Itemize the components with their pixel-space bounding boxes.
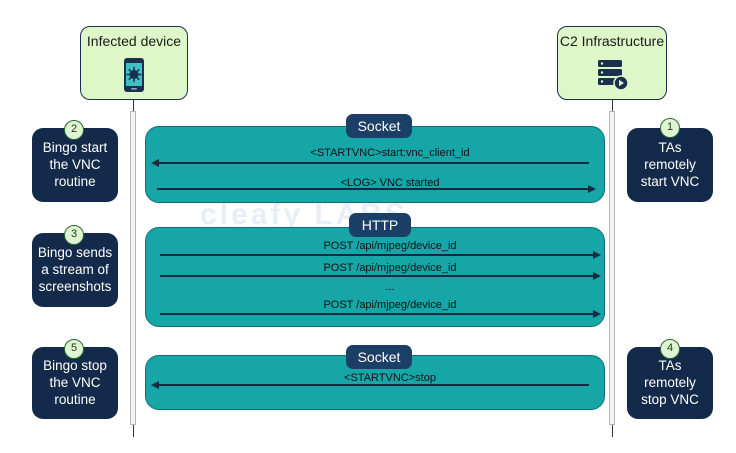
step-badge-3: 3 [64, 225, 84, 245]
actor-infected-device-label: Infected device [86, 33, 182, 49]
message-log-vnc-started: <LOG> VNC started [340, 177, 440, 189]
message-post-mjpeg-2: POST /api/mjpeg/device_id [323, 262, 457, 274]
socket-block-start [145, 126, 605, 203]
protocol-label-socket: Socket [346, 114, 412, 138]
step-card-2: Bingo start the VNC routine [32, 128, 118, 202]
arrow-right-head [593, 271, 601, 280]
lifeline-infected-device [130, 111, 136, 425]
protocol-label-socket: Socket [346, 345, 412, 369]
lifeline-right-top-stem [612, 100, 613, 112]
lifeline-left-bottom-stem [133, 425, 134, 437]
step-5-text: Bingo stop the VNC routine [43, 358, 107, 407]
arrow-right-head [588, 184, 596, 193]
arrow-post-mjpeg-3 [160, 313, 594, 315]
server-icon [598, 60, 629, 91]
infected-phone-icon [124, 58, 144, 92]
arrow-right-head [593, 309, 601, 318]
arrow-startvnc-stop [157, 384, 589, 386]
message-post-mjpeg-3: POST /api/mjpeg/device_id [323, 299, 457, 311]
step-card-1: TAs remotely start VNC [627, 128, 713, 202]
message-ellipsis: ... [385, 281, 395, 293]
arrow-startvnc-start [157, 162, 589, 164]
step-card-5: Bingo stop the VNC routine [32, 347, 118, 419]
step-2-text: Bingo start the VNC routine [42, 140, 108, 189]
step-3-text: Bingo sends a stream of screenshots [37, 245, 113, 294]
arrow-post-mjpeg-1 [160, 254, 594, 256]
arrow-post-mjpeg-2 [160, 275, 594, 277]
message-startvnc-start: <STARTVNC>start:vnc_client_id [310, 147, 470, 159]
arrow-left-head [151, 380, 159, 389]
arrow-left-head [151, 158, 159, 167]
http-block [145, 227, 605, 327]
message-startvnc-stop: <STARTVNC>stop [344, 372, 436, 384]
arrow-log-vnc-started [157, 188, 589, 190]
step-4-text: TAs remotely stop VNC [641, 358, 699, 407]
arrow-right-head [593, 250, 601, 259]
step-card-4: TAs remotely stop VNC [627, 347, 713, 419]
actor-c2-infrastructure: C2 Infrastructure [557, 26, 667, 100]
lifeline-c2-infrastructure [609, 111, 615, 425]
lifeline-right-bottom-stem [612, 425, 613, 437]
step-badge-1: 1 [660, 118, 680, 138]
lifeline-left-top-stem [133, 100, 134, 112]
message-post-mjpeg-1: POST /api/mjpeg/device_id [323, 240, 457, 252]
actor-infected-device: Infected device [80, 26, 188, 100]
actor-c2-label: C2 Infrastructure [559, 33, 665, 49]
step-card-3: Bingo sends a stream of screenshots [32, 233, 118, 307]
step-badge-4: 4 [660, 339, 680, 359]
step-badge-2: 2 [64, 120, 84, 140]
protocol-label-http: HTTP [349, 213, 411, 237]
step-1-text: TAs remotely start VNC [640, 140, 700, 189]
step-badge-5: 5 [64, 339, 84, 359]
